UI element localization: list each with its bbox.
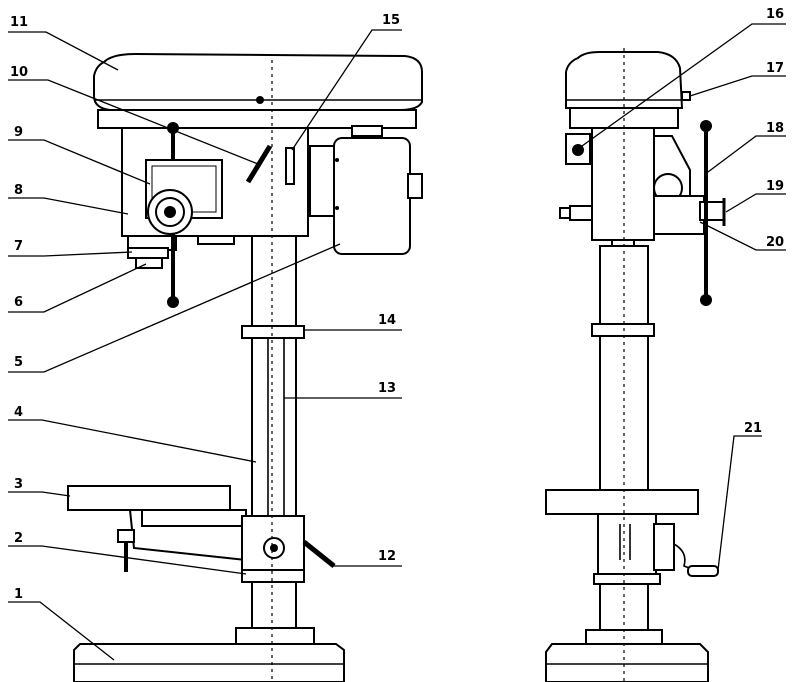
motor-bolt-1 xyxy=(335,158,339,162)
side-bracket-box xyxy=(653,523,675,571)
side-crank-handle xyxy=(687,565,719,577)
side-crank xyxy=(673,543,701,573)
leader-lines xyxy=(8,23,786,661)
callout-7: 7 xyxy=(14,239,23,254)
callout-20: 20 xyxy=(766,235,784,250)
callout-labels: 11 10 9 8 7 6 5 4 3 2 1 15 14 13 12 16 1… xyxy=(10,7,784,602)
callout-9: 9 xyxy=(14,125,23,140)
side-quill-housing xyxy=(653,195,705,235)
motor-bolt-2 xyxy=(335,206,339,210)
callout-19: 19 xyxy=(766,179,784,194)
bracket-knob-center xyxy=(270,544,278,552)
callout-16: 16 xyxy=(766,7,784,22)
callout-5: 5 xyxy=(14,355,23,370)
feed-hub-center xyxy=(164,206,176,218)
callout-2: 2 xyxy=(14,531,23,546)
table-bracket-band xyxy=(241,569,305,583)
callout-10: 10 xyxy=(10,65,28,80)
side-table-bracket xyxy=(597,513,657,581)
callout-21: 21 xyxy=(744,421,762,436)
callout-17: 17 xyxy=(766,61,784,76)
table-clamp-head xyxy=(117,529,135,543)
base xyxy=(73,643,345,682)
side-view xyxy=(545,48,726,682)
switch-lever xyxy=(245,144,273,184)
side-table xyxy=(545,489,699,515)
switch-slot xyxy=(285,147,295,185)
head-cover xyxy=(93,52,423,111)
table-arm-rib xyxy=(141,509,247,527)
motor-body xyxy=(333,137,411,255)
head-lower-tab xyxy=(197,235,235,245)
side-switch-button xyxy=(572,144,584,156)
feed-lever-knob-bottom xyxy=(167,296,179,308)
side-feed-nut xyxy=(559,207,571,219)
side-feed-knob-bottom xyxy=(700,294,712,306)
side-head-cover xyxy=(565,51,684,109)
side-head-body xyxy=(591,127,655,241)
column-collar xyxy=(241,325,305,339)
callout-14: 14 xyxy=(378,313,396,328)
motor-top-nut xyxy=(351,125,383,137)
callout-13: 13 xyxy=(378,381,396,396)
table xyxy=(67,485,231,511)
column xyxy=(251,235,297,651)
callout-12: 12 xyxy=(378,549,396,564)
callout-15: 15 xyxy=(382,13,400,28)
front-view xyxy=(67,52,423,682)
side-spindle-arm xyxy=(699,201,725,221)
side-column-collar xyxy=(591,323,655,337)
callout-8: 8 xyxy=(14,183,23,198)
callout-11: 11 xyxy=(10,15,28,30)
bracket-lock-handle xyxy=(302,540,336,568)
side-bracket-band xyxy=(593,573,661,585)
side-head-tab xyxy=(681,91,691,101)
side-base xyxy=(545,643,709,682)
motor-mount xyxy=(309,145,337,217)
callout-6: 6 xyxy=(14,295,23,310)
side-feed-shaft xyxy=(569,205,593,221)
chuck xyxy=(135,257,163,269)
motor-end-cap xyxy=(407,173,423,199)
spindle-collar xyxy=(127,247,169,259)
callout-1: 1 xyxy=(14,587,23,602)
callout-3: 3 xyxy=(14,477,23,492)
side-feed-knob-top xyxy=(700,120,712,132)
callout-18: 18 xyxy=(766,121,784,136)
head-screw xyxy=(256,96,264,104)
callout-4: 4 xyxy=(14,405,23,420)
